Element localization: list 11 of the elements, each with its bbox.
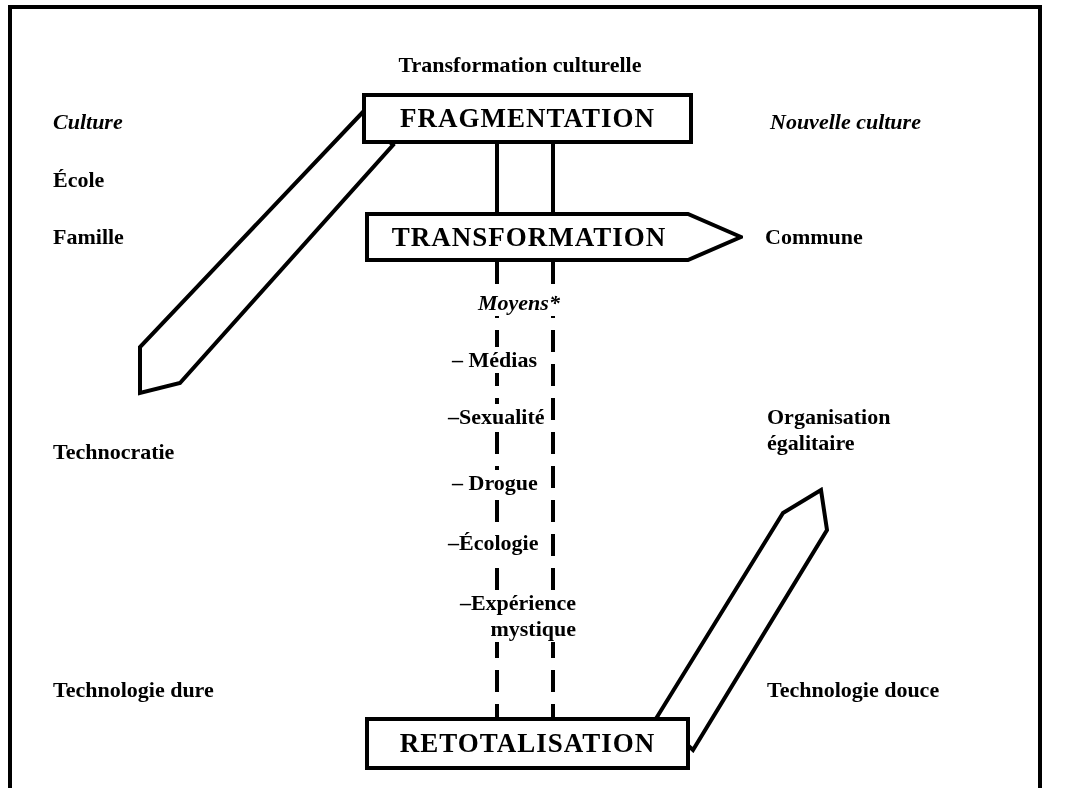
- label-text: – Médias: [452, 347, 537, 373]
- box-text: TRANSFORMATION: [391, 221, 667, 253]
- diagram-title: Transformation culturelle: [398, 52, 642, 77]
- label-text: – Drogue: [452, 470, 538, 496]
- double-line: [495, 142, 555, 214]
- process-box: [365, 717, 690, 770]
- process-box: [362, 93, 693, 144]
- label-text: –Écologie: [448, 530, 539, 556]
- box-text: FRAGMENTATION: [400, 103, 655, 134]
- arrow-shaped-box: [365, 212, 743, 262]
- box-text: RETOTALISATION: [399, 728, 656, 759]
